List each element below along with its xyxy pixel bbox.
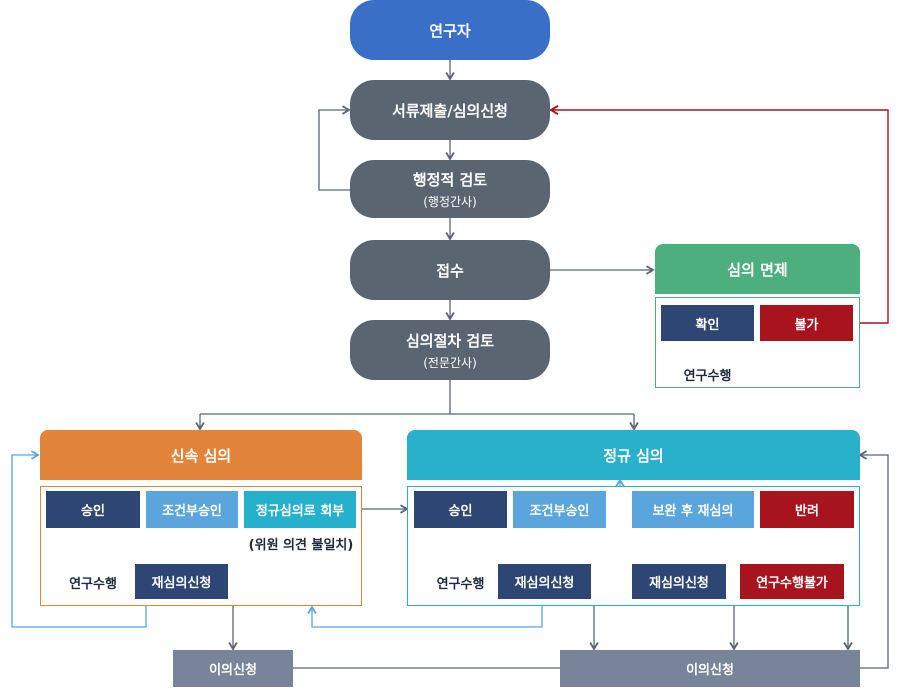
expedited-objection-label: 이의신청 xyxy=(209,663,257,678)
procedure-review-node: 심의절차 검토 (전문간사) xyxy=(350,320,550,380)
loop-objection-regular xyxy=(858,450,889,669)
exemption-title: 심의 면제 xyxy=(727,260,788,279)
regular-rejected-result-label: 연구수행불가 xyxy=(756,576,828,591)
regular-supplement-rereview-box: 재심의신청 xyxy=(632,564,726,599)
regular-title: 정규 심의 xyxy=(603,446,664,465)
researcher-node: 연구자 xyxy=(350,0,550,60)
loop-reg-rereview-expedited xyxy=(307,599,543,628)
expedited-approve-result: 연구수행 xyxy=(69,577,117,592)
exemption-confirm-label: 확인 xyxy=(695,317,720,333)
expedited-header: 신속 심의 xyxy=(40,430,362,480)
regular-rejected-label: 반려 xyxy=(795,504,819,519)
admin-review-label: 행정적 검토 xyxy=(412,170,488,189)
arrow-exemption-reject-submit xyxy=(549,104,889,324)
regular-supplement-label: 보완 후 재심의 xyxy=(652,504,734,519)
exemption-header: 심의 면제 xyxy=(655,244,860,294)
regular-supplement-rereview-label: 재심의신청 xyxy=(649,576,709,591)
admin-review-sublabel: (행정간사) xyxy=(423,194,477,209)
expedited-approve-label: 승인 xyxy=(81,504,105,519)
admin-review-node: 행정적 검토 (행정간사) xyxy=(350,160,550,218)
regular-rereview-box: 재심의신청 xyxy=(498,564,591,599)
expedited-to-regular-label: 정규심의로 회부 xyxy=(255,504,345,519)
regular-objection-box: 이의신청 xyxy=(560,650,860,687)
regular-conditional-label: 조건부승인 xyxy=(529,504,590,519)
expedited-conditional-box: 조건부승인 xyxy=(146,491,238,528)
regular-approve-result: 연구수행 xyxy=(436,577,485,592)
submit-label: 서류제출/심의신청 xyxy=(392,101,508,120)
expedited-conditional-label: 조건부승인 xyxy=(162,504,222,519)
expedited-to-regular-box: 정규심의로 회부 xyxy=(244,491,356,528)
regular-rejected-result-box: 연구수행불가 xyxy=(740,564,844,599)
regular-approve-label: 승인 xyxy=(448,504,473,519)
procedure-review-sublabel: (전문간사) xyxy=(423,355,477,370)
expedited-title: 신속 심의 xyxy=(170,446,232,465)
regular-header: 정규 심의 xyxy=(407,430,860,480)
expedited-objection-box: 이의신청 xyxy=(173,650,293,687)
procedure-review-label: 심의절차 검토 xyxy=(405,331,495,350)
regular-rejected-box: 반려 xyxy=(760,491,854,528)
receipt-label: 접수 xyxy=(436,261,464,280)
exemption-reject-label: 불가 xyxy=(794,317,819,333)
receipt-node: 접수 xyxy=(350,240,550,300)
loop-admin-submit xyxy=(318,105,351,191)
expedited-rereview-label: 재심의신청 xyxy=(151,576,212,591)
submit-node: 서류제출/심의신청 xyxy=(350,80,550,140)
expedited-rereview-box: 재심의신청 xyxy=(135,564,228,599)
researcher-label: 연구자 xyxy=(429,21,471,40)
regular-approve-box: 승인 xyxy=(414,491,507,528)
regular-supplement-box: 보완 후 재심의 xyxy=(632,491,754,528)
regular-rereview-label: 재심의신청 xyxy=(514,576,575,591)
expedited-to-regular-note: (위원 의견 불일치) xyxy=(248,538,354,553)
regular-conditional-box: 조건부승인 xyxy=(513,491,606,528)
exemption-reject-box: 불가 xyxy=(760,305,853,341)
exemption-confirm-box: 확인 xyxy=(661,305,754,341)
expedited-approve-box: 승인 xyxy=(46,491,140,528)
exemption-result: 연구수행 xyxy=(683,369,732,384)
regular-objection-label: 이의신청 xyxy=(686,663,734,678)
